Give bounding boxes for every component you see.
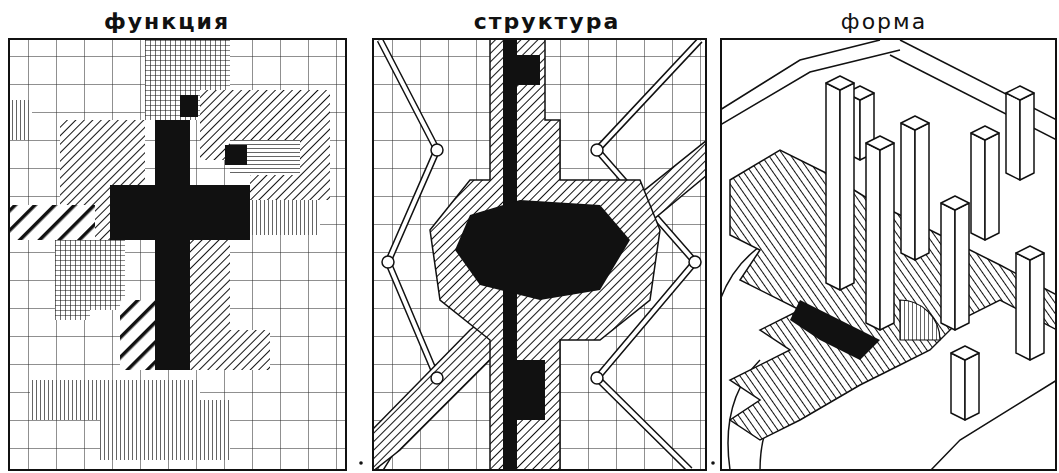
panel-heading: структура xyxy=(474,11,621,33)
structure-map xyxy=(372,38,707,471)
panel: форма xyxy=(720,38,1057,471)
panel-heading: функция xyxy=(104,11,230,33)
panel-heading: форма xyxy=(841,11,927,33)
function-map xyxy=(8,38,347,471)
panel: функция xyxy=(8,38,347,471)
panel: структура xyxy=(372,38,707,471)
form-axonometry xyxy=(720,38,1057,471)
